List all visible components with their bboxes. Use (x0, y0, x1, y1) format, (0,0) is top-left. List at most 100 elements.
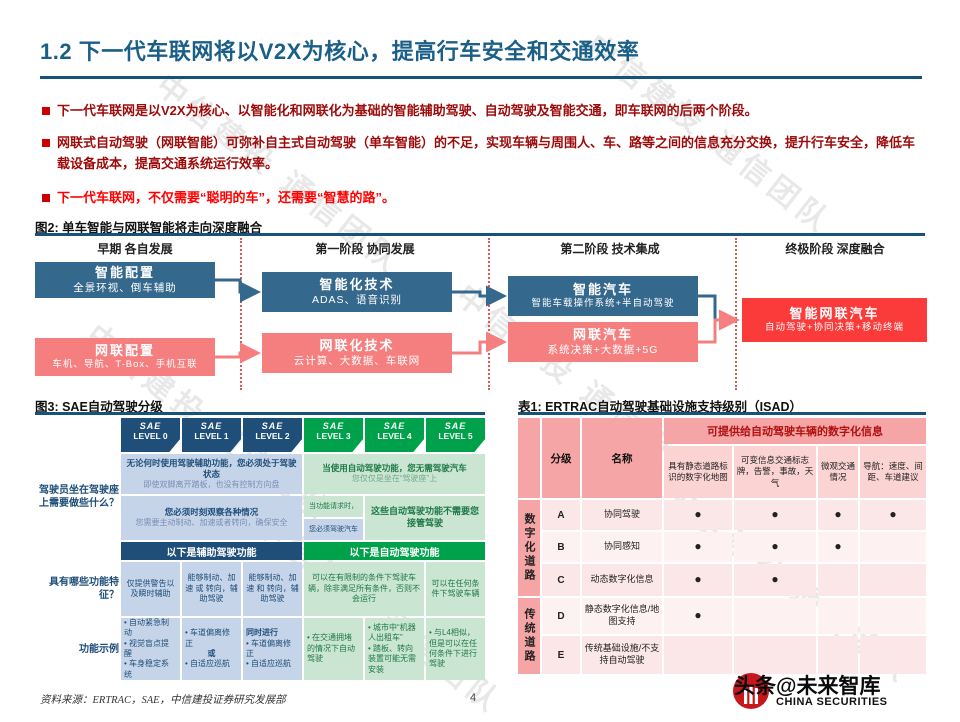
example-item: 与L4相似，但是可以在任何条件下进行驾驶 (429, 628, 482, 670)
flow-box-icv: 智能网联汽车 自动驾驶+协同决策+移动终端 (742, 298, 927, 342)
source-note: 资料来源：ERTRAC，SAE，中信建投证券研究发展部 (40, 695, 286, 706)
isad-dot (860, 636, 926, 674)
isad-group-digital-road: 数字化道路 (518, 500, 540, 596)
cell-line: 当使用自动驾驶功能，您无需驾驶汽车 (322, 463, 467, 474)
sae-cell: 可以在任何条件下驾驶车辆 (426, 562, 485, 616)
box-subtitle: 自动驾驶+协同决策+移动终端 (764, 322, 905, 334)
stage-label: 第一阶段 协同发展 (315, 242, 415, 256)
isad-grade: B (542, 532, 580, 562)
sae-cell: 自动紧急制动 视觉盲点提醒 车身稳定系统 (121, 618, 180, 680)
isad-subheader: 导航：速度、间距、车道建议 (860, 446, 926, 498)
isad-dot: ● (664, 532, 732, 562)
stage-divider (240, 238, 242, 390)
isad-header-empty (518, 418, 540, 498)
isad-grade: C (542, 564, 580, 596)
isad-grade: E (542, 636, 580, 674)
example-item: 自适应巡航 (185, 659, 238, 669)
sae-band-auto: 以下是自动驾驶功能 (304, 542, 485, 560)
bullet-item: 下一代车联网是以V2X为核心、以智能化和网联化为基础的智能辅助驾驶、自动驾驶及智… (42, 101, 926, 122)
isad-dot (734, 598, 816, 634)
flow-box-connected-config: 网联配置 车机、导航、T-Box、手机互联 (35, 338, 215, 376)
box-subtitle: 云计算、大数据、车联网 (293, 354, 421, 367)
stage-divider (735, 238, 737, 390)
isad-dot: ● (664, 564, 732, 596)
figure2-divider (35, 233, 925, 236)
bullet-text: 下一代车联网是以V2X为核心、以智能化和网联化为基础的智能辅助驾驶、自动驾驶及智… (57, 103, 758, 118)
isad-table: 分级 名称 可提供给自动驾驶车辆的数字化信息 具有静态道路标识的数字化地图 可变… (518, 418, 926, 674)
isad-dot (664, 636, 732, 674)
sae-cell: 在交通拥堵的情况下自动驾驶 (304, 618, 363, 680)
flow-box-connected-car: 网联汽车 系统决策+大数据+5G (508, 322, 698, 362)
isad-dot: ● (818, 532, 858, 562)
sae-cell: 可以在有限制的条件下驾驶车辆，除非满足所有条件，否则不会运行 (304, 562, 424, 616)
bullet-item: 网联式自动驾驶（网联智能）可弥补自主式自动驾驶（单车智能）的不足，实现车辆与周围… (42, 133, 926, 175)
box-subtitle: 智能车载操作系统+半自动驾驶 (531, 298, 675, 310)
title-divider (40, 76, 922, 79)
table1-divider (518, 412, 926, 415)
isad-name: 静态数字化信息/地图支持 (582, 598, 662, 634)
page-title: 1.2 下一代车联网将以V2X为核心，提高行车安全和交通效率 (40, 39, 640, 64)
bullet-text: 下一代车联网，不仅需要“聪明的车”，还需要“智慧的路”。 (57, 190, 396, 205)
isad-dot: ● (860, 500, 926, 530)
example-heading: 同时进行 (246, 628, 278, 638)
china-securities-emblem-icon (733, 673, 769, 709)
isad-dot (818, 564, 858, 596)
isad-dot: ● (664, 598, 732, 634)
example-item: 车身稳定系统 (124, 659, 177, 680)
cell-line: 当功能请求时， (304, 496, 363, 517)
example-conjunction: 或 (207, 649, 216, 658)
bullet-square-icon (42, 194, 50, 202)
sae-cell: 城市中“机器人出租车” 踏板、转向装置可能无需安装 (365, 618, 424, 680)
sae-cell: 这些自动驾驶功能不需要您接管驾驶 (365, 496, 485, 540)
flow-box-smart-tech: 智能化技术 ADAS、语音识别 (262, 272, 452, 312)
isad-name: 协同感知 (582, 532, 662, 562)
box-subtitle: 系统决策+大数据+5G (547, 343, 659, 356)
isad-dot: ● (734, 564, 816, 596)
bullet-item: 下一代车联网，不仅需要“聪明的车”，还需要“智慧的路”。 (42, 188, 926, 209)
box-title: 网联配置 (94, 342, 155, 358)
isad-subheader: 具有静态道路标识的数字化地图 (664, 446, 732, 498)
isad-header-name: 名称 (582, 418, 662, 498)
sae-cell: 当使用自动驾驶功能，您无需驾驶汽车 您仅仅是坐在“驾驶座”上 (304, 454, 485, 494)
example-item: 踏板、转向装置可能无需安装 (368, 644, 421, 675)
example-item: 视觉盲点提醒 (124, 639, 177, 660)
flow-box-smart-config: 智能配置 全景环视、倒车辅助 (35, 262, 215, 298)
sae-cell: 无论何时使用驾驶辅助功能，您必须处于驾驶状态 即使双脚离开踏板，也没有控制方向盘 (121, 454, 302, 494)
toutiao-watermark: 头条@未来智库 (734, 675, 881, 698)
isad-dot: ● (734, 532, 816, 562)
figure3-divider (35, 412, 485, 415)
logo-en-text: CHINA SECURITIES (776, 696, 888, 708)
sae-band-assist: 以下是辅助驾驶功能 (121, 542, 302, 560)
box-title: 网联汽车 (572, 327, 633, 343)
stage-label: 终极阶段 深度融合 (785, 242, 885, 256)
flow-box-smart-car: 智能汽车 智能车载操作系统+半自动驾驶 (508, 276, 698, 316)
isad-grade: A (542, 500, 580, 530)
example-item: 自适应巡航 (246, 659, 299, 669)
cell-line: 您仅仅是坐在“驾驶座”上 (351, 474, 438, 484)
isad-dot: ● (734, 500, 816, 530)
sae-row-label: 驾驶员坐在驾驶座上需要做些什么？ (39, 485, 119, 509)
sae-cell: 同时进行 车道偏离修正 自适应巡航 (243, 618, 302, 680)
cell-line: 无论何时使用驾驶辅助功能，您必须处于驾驶状态 (126, 457, 297, 479)
example-item: 城市中“机器人出租车” (368, 623, 421, 644)
sae-cell: 与L4相似，但是可以在任何条件下进行驾驶 (426, 618, 485, 680)
isad-dot (734, 636, 816, 674)
isad-subheader: 微观交通情况 (818, 446, 858, 498)
example-item: 自动紧急制动 (124, 618, 177, 639)
company-logo: CHINA SECURITIES 头条@未来智库 (732, 668, 942, 716)
stage-label: 第二阶段 技术集成 (560, 242, 660, 256)
isad-dot (860, 598, 926, 634)
cell-line: 您必须时刻观察各种情况 (164, 507, 259, 518)
figure3-caption: 图3: SAE自动驾驶分级 (35, 400, 163, 414)
isad-dot (860, 564, 926, 596)
sae-cell: 仅提供警告以及瞬时辅助 (121, 562, 180, 616)
sae-cell: 您必须时刻观察各种情况 您需要主动制动、加速或者转向，确保安全 (121, 496, 302, 540)
box-title: 智能网联汽车 (789, 305, 880, 321)
cell-line: 您必须驾驶汽车 (304, 519, 363, 540)
